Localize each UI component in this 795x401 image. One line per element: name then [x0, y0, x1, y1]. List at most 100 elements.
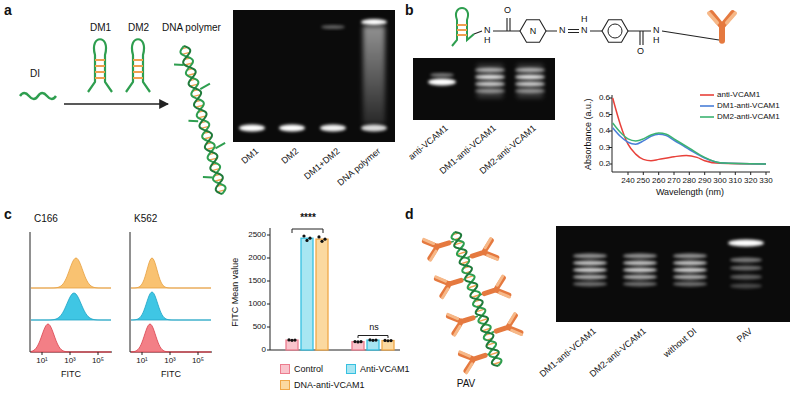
tick-label: 250 — [637, 176, 650, 185]
gel-band — [673, 261, 707, 266]
data-dot — [290, 339, 293, 342]
gel-band — [573, 275, 607, 280]
polymer-tail — [203, 176, 213, 179]
gel-band — [361, 125, 387, 132]
gel-band — [475, 68, 505, 72]
significance-mark: ns — [369, 322, 379, 332]
plot-title: C166 — [34, 213, 58, 225]
atom-symbol: N — [653, 25, 660, 35]
legend-item: DNA-anti-VCAM1 — [280, 380, 365, 390]
gel-band — [623, 261, 657, 266]
reaction-arrow — [64, 103, 168, 104]
legend-item: DM2-anti-VCAM1 — [700, 112, 780, 121]
bar-chart-axes — [270, 228, 400, 350]
hairpin-rungs — [95, 60, 105, 78]
data-dot — [371, 339, 374, 342]
tick-label: 320 — [744, 176, 757, 185]
gel-band — [623, 268, 657, 273]
legend-text: DM2-anti-VCAM1 — [717, 112, 780, 121]
tick-label: 0.4 — [599, 126, 610, 135]
helix-strand — [180, 46, 225, 194]
legend-text: Control — [294, 364, 323, 374]
atom-symbol: O — [637, 46, 644, 56]
significance-bracket — [358, 336, 388, 339]
tick-label: 300 — [713, 176, 726, 185]
tick-label: 270 — [667, 176, 680, 185]
pav-helix — [424, 232, 522, 373]
histogram — [131, 324, 211, 352]
lane-label: DNA polymer — [335, 146, 382, 188]
illustration-label: DNA polymer — [162, 22, 221, 34]
gel-band — [623, 282, 657, 287]
gel-band — [573, 261, 607, 266]
gel-band — [573, 268, 607, 273]
legend-swatch — [280, 380, 290, 390]
figure-part — [31, 258, 211, 352]
tick-label: 2000 — [248, 253, 266, 262]
gel-band — [430, 73, 454, 77]
figure-part — [628, 172, 766, 175]
polymer-tail — [215, 143, 225, 148]
antibody-icon — [460, 345, 489, 373]
gel-band — [673, 254, 707, 259]
dna-polymer — [174, 46, 225, 194]
tick-mark — [267, 258, 270, 259]
gel-image — [556, 226, 790, 322]
atom-symbol: H — [653, 35, 660, 45]
tick-mark — [689, 172, 690, 175]
tick-label: 240 — [621, 176, 634, 185]
atom-symbol: N — [530, 26, 537, 36]
tick-label: 10³ — [164, 356, 176, 365]
antibody-icon — [424, 232, 453, 260]
tick-mark — [267, 350, 270, 351]
legend-item: anti-VCAM1 — [700, 90, 760, 99]
legend-swatch — [346, 364, 356, 374]
legend-line — [700, 105, 714, 107]
hairpin-dm2 — [126, 39, 150, 92]
gel-band — [475, 82, 505, 86]
legend-item: Anti-VCAM1 — [346, 364, 410, 374]
data-dot — [356, 340, 359, 343]
legend-text: DM1-anti-VCAM1 — [717, 101, 780, 110]
tick-label: 280 — [683, 176, 696, 185]
tick-label: 0 — [262, 345, 266, 354]
illustration-label: PAV — [457, 378, 476, 390]
legend-text: anti-VCAM1 — [717, 90, 760, 99]
gel-image — [233, 10, 395, 142]
tick-label: 0.6 — [599, 93, 610, 102]
tick-label: 0.5 — [599, 110, 610, 119]
data-dot — [374, 339, 377, 342]
tick-mark — [98, 352, 99, 355]
tick-mark — [643, 172, 644, 175]
legend-line — [700, 114, 714, 120]
tick-mark — [42, 352, 43, 355]
data-dot — [287, 338, 290, 341]
antibody-icon — [448, 307, 477, 335]
gel-band — [673, 268, 707, 273]
helix-strand — [452, 232, 502, 366]
antibody-icon — [469, 239, 498, 267]
plot-title: K562 — [134, 213, 157, 225]
gel-band — [279, 125, 305, 132]
tick-mark — [674, 172, 675, 175]
gel-band — [730, 258, 762, 263]
tick-label: 290 — [698, 176, 711, 185]
tick-label: 500 — [253, 322, 266, 331]
tick-label: 330 — [759, 176, 772, 185]
data-dot — [320, 240, 323, 243]
lane-label: DM2 — [279, 146, 300, 166]
figure-part — [267, 235, 270, 350]
legend-line — [700, 116, 714, 118]
gel-band — [728, 240, 764, 247]
hairpin-dm1 — [88, 39, 112, 92]
gel-band — [623, 275, 657, 280]
gel-band — [730, 275, 762, 280]
tick-label: 10⁵ — [92, 356, 104, 365]
legend-swatch — [280, 364, 290, 374]
tick-mark — [628, 172, 629, 175]
legend-item: DM1-anti-VCAM1 — [700, 101, 780, 110]
panel-letter: a — [4, 2, 12, 18]
antibody-icon — [709, 13, 735, 41]
data-dot — [317, 235, 320, 238]
